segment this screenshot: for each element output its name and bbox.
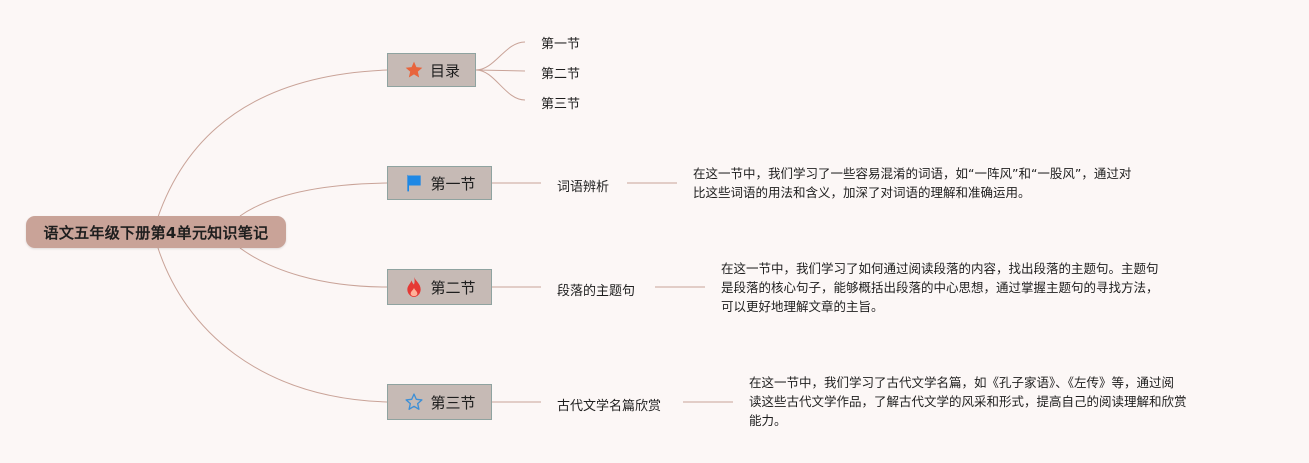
branch-section-3-label: 第三节: [430, 393, 476, 412]
section-2-detail[interactable]: 在这一节中，我们学习了如何通过阅读段落的内容，找出段落的主题句。主题句 是段落的…: [721, 259, 1159, 316]
section-3-detail-line: 能力。: [749, 413, 787, 428]
branch-section-3[interactable]: 第三节: [387, 384, 492, 420]
connector-mulu-child2: [475, 69, 526, 72]
section-2-detail-line: 可以更好地理解文章的主旨。: [721, 299, 884, 314]
section-2-detail-line: 在这一节中，我们学习了如何通过阅读段落的内容，找出段落的主题句。主题句: [721, 261, 1159, 276]
section-1-detail-line: 在这一节中，我们学习了一些容易混淆的词语，如“一阵风”和“一股风”，通过对: [693, 166, 1132, 181]
connector-mulu-child3: [475, 69, 526, 101]
section-2-detail-line: 是段落的核心句子，能够概括出段落的中心思想，通过掌握主题句的寻找方法，: [721, 280, 1159, 295]
fire-icon: [403, 276, 425, 298]
branch-section-2-label: 第二节: [430, 278, 476, 297]
mulu-item-2[interactable]: 第二节: [541, 67, 581, 82]
branch-section-1[interactable]: 第一节: [387, 166, 492, 200]
mulu-item-1[interactable]: 第一节: [541, 37, 581, 52]
connector-root-section2: [239, 247, 388, 288]
root-topic-label: 语文五年级下册第4单元知识笔记: [43, 223, 269, 242]
section-2-topic[interactable]: 段落的主题句: [557, 284, 636, 299]
connector-root-section1: [239, 182, 388, 217]
star-outline-icon: [403, 391, 425, 413]
flag-icon: [403, 172, 425, 194]
star-icon: [403, 59, 425, 81]
branch-mulu[interactable]: 目录: [387, 53, 476, 87]
section-3-detail[interactable]: 在这一节中，我们学习了古代文学名篇，如《孔子家语》、《左传》等，通过阅 读这些古…: [749, 373, 1187, 430]
section-1-detail[interactable]: 在这一节中，我们学习了一些容易混淆的词语，如“一阵风”和“一股风”，通过对 比这…: [693, 164, 1131, 202]
branch-mulu-label: 目录: [429, 61, 460, 80]
connector-mulu-child1: [475, 41, 526, 71]
connector-root-mulu: [154, 69, 388, 227]
section-3-detail-line: 在这一节中，我们学习了古代文学名篇，如《孔子家语》、《左传》等，通过阅: [749, 375, 1175, 390]
section-1-detail-line: 比这些词语的用法和含义，加深了对词语的理解和准确运用。: [693, 185, 1031, 200]
branch-section-2[interactable]: 第二节: [387, 269, 492, 305]
section-3-detail-line: 读这些古代文学作品，了解古代文学的风采和形式，提高自己的阅读理解和欣赏: [749, 394, 1187, 409]
mulu-item-3[interactable]: 第三节: [541, 97, 581, 112]
connector-root-section3: [157, 247, 388, 403]
section-3-topic[interactable]: 古代文学名篇欣赏: [557, 399, 662, 414]
root-topic[interactable]: 语文五年级下册第4单元知识笔记: [26, 216, 286, 248]
section-1-topic[interactable]: 词语辨析: [557, 180, 610, 195]
branch-section-1-label: 第一节: [430, 174, 476, 193]
